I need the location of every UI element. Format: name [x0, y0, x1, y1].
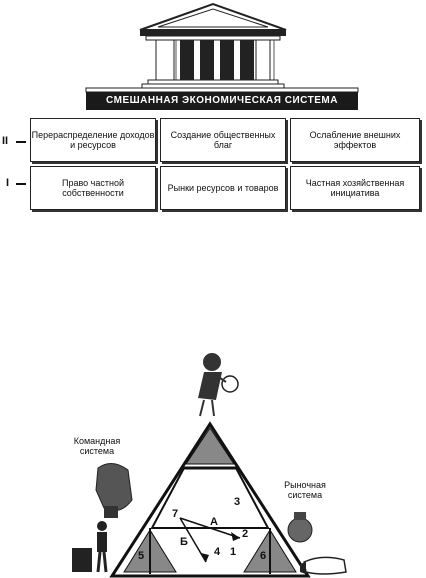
command-system-label: Командная система: [73, 436, 121, 456]
top-zone: [185, 427, 235, 465]
label-b: Б: [180, 536, 188, 548]
worker-figure-icon: [72, 521, 108, 573]
level-i-marker: I: [6, 177, 10, 189]
cell-externalities: Ослабление внешних эффектов: [290, 118, 420, 162]
fist-icon: [95, 463, 133, 518]
arrow-b: [179, 517, 209, 563]
cell-property-right: Право частной собственности: [30, 166, 156, 210]
label-7: 7: [172, 508, 179, 520]
label-1: 1: [230, 546, 237, 558]
outer-triangle: [109, 421, 311, 578]
market-system-label: Рыночная система: [284, 480, 326, 500]
cell-redistribution: Перераспределение доходов и ресурсов: [30, 118, 156, 162]
level-ii-marker: II: [2, 135, 9, 147]
triangle-graphic: [72, 353, 347, 578]
inner-triangle: [150, 467, 270, 529]
cell-private-initiative: Частная хозяйственная инициатива: [290, 166, 420, 210]
roof-beam: [140, 30, 286, 36]
label-2: 2: [242, 528, 249, 540]
figure-top-icon: [198, 353, 239, 417]
money-bag-icon: [287, 512, 313, 543]
cell-public-goods: Создание общественных благ: [160, 118, 286, 162]
label-4: 4: [214, 546, 221, 558]
label-5: 5: [138, 550, 145, 562]
label-3: 3: [234, 496, 241, 508]
economic-systems-triangle: Командная система Рыночная система 7 3 А…: [0, 340, 426, 578]
columns: [155, 39, 275, 81]
system-banner: СМЕШАННАЯ ЭКОНОМИЧЕСКАЯ СИСТЕМА: [86, 92, 358, 110]
cell-markets: Рынки ресурсов и товаров: [160, 166, 286, 210]
mixed-economy-building: СМЕШАННАЯ ЭКОНОМИЧЕСКАЯ СИСТЕМА II I Пер…: [0, 0, 426, 240]
label-a: А: [210, 516, 218, 528]
hand-icon: [300, 556, 347, 575]
arrow-a: [179, 517, 241, 541]
label-6: 6: [260, 550, 267, 562]
